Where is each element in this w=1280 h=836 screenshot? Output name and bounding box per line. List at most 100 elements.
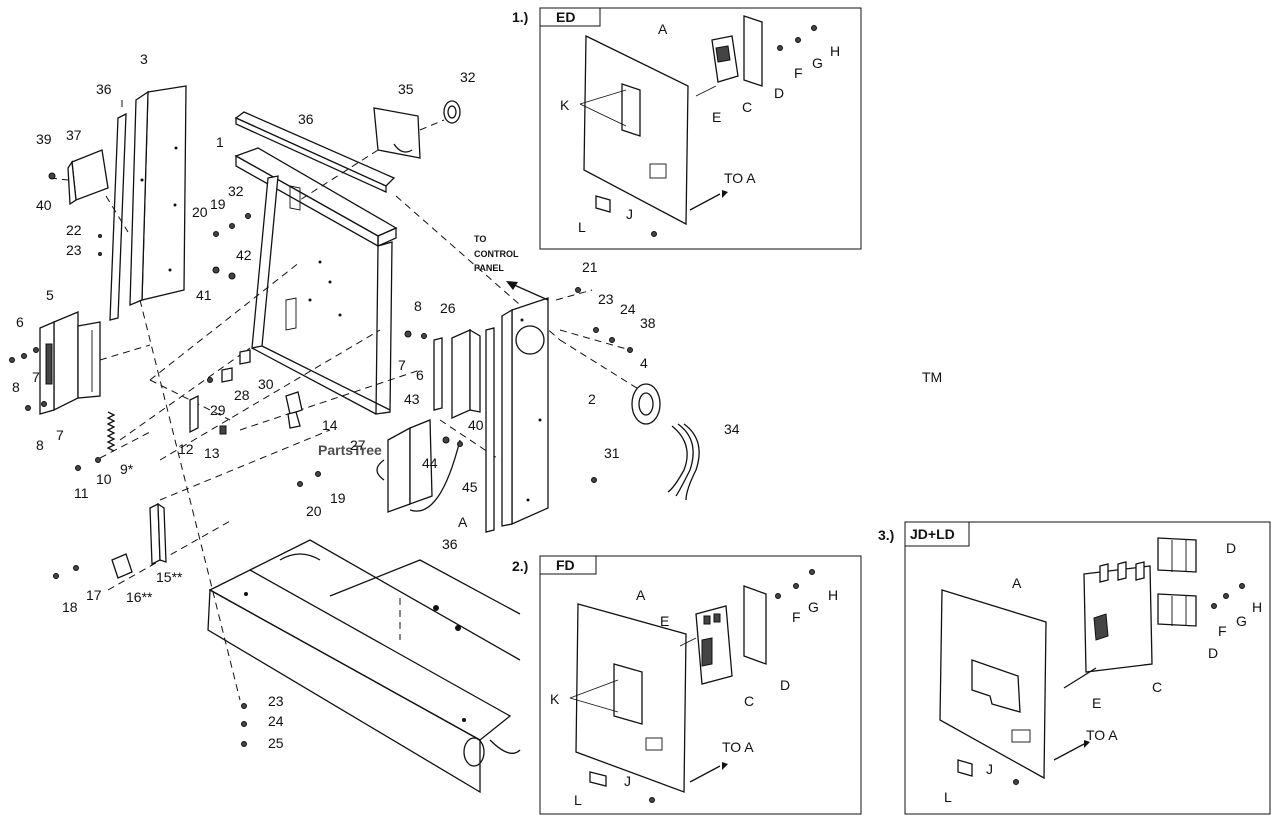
jd-label-F: F [1218,623,1227,639]
callout-1: 1 [216,134,224,150]
callout-7: 7 [32,369,40,385]
frame-part-1 [234,147,398,415]
callout-5: 5 [46,287,54,303]
callout-9: 9* [120,461,134,477]
callout-23: 23 [268,693,284,709]
callout-40: 40 [36,197,52,213]
callout-23: 23 [66,242,82,258]
misc-fasteners-center [297,287,633,487]
side-bracket-part-3 [129,85,187,306]
fd-label-J: J [624,773,631,789]
callout-27: 27 [350,437,366,453]
callout-21: 21 [582,259,598,275]
ed-label-C: C [742,99,752,115]
callout-15: 15** [156,569,183,585]
callout-2: 2 [588,391,596,407]
jd-label-J: J [986,761,993,777]
callout-4: 4 [640,355,648,371]
callout-12: 12 [178,441,194,457]
jd-label-D2: D [1208,645,1218,661]
callout-8: 8 [36,437,44,453]
callout-A: A [458,514,468,530]
jd-label-E: E [1092,695,1101,711]
callout-24: 24 [268,713,284,729]
plate-part-35 [299,107,445,201]
jd-label-C: C [1152,679,1162,695]
bracket-part-15 [149,502,167,566]
callout-8: 8 [414,298,422,314]
inset-jd-number: 3.) [878,527,894,543]
fasteners-left [9,213,251,471]
main-callouts: 3 36 1 36 35 32 37 39 40 32 19 20 22 23 … [12,51,740,751]
callout-37: 37 [66,127,82,143]
inset-jd-title: JD+LD [910,526,955,542]
ed-label-K: K [560,97,570,113]
callout-35: 35 [398,81,414,97]
fd-label-F: F [792,609,801,625]
callout-28: 28 [234,387,250,403]
ed-label-D: D [774,85,784,101]
callout-38: 38 [640,315,656,331]
ed-label-G: G [812,55,823,71]
callout-23: 23 [598,291,614,307]
ed-label-A: A [658,21,668,37]
small-brackets [189,349,303,435]
callout-26: 26 [440,300,456,316]
grommet-part-32 [443,100,461,124]
inset-ed-title: ED [556,9,575,25]
callout-19: 19 [330,490,346,506]
inset-fd-number: 2.) [512,558,528,574]
ed-label-L: L [578,219,586,235]
inset-ed-number: 1.) [512,9,528,25]
callout-17: 17 [86,587,102,603]
callout-10: 10 [96,471,112,487]
callout-29: 29 [210,402,226,418]
side-plate-part-2 [485,297,549,533]
inset-jd-title-box [904,521,970,547]
base-fasteners [241,703,247,747]
callout-39: 39 [36,131,52,147]
callout-6: 6 [416,367,424,383]
jd-label-A: A [1012,575,1022,591]
jd-label-L: L [944,789,952,805]
callout-18: 18 [62,599,78,615]
callout-8: 8 [12,379,20,395]
ed-to-a: TO A [724,170,756,186]
arrow-to-control-panel [506,281,549,301]
board-part-5 [39,311,151,415]
callout-43: 43 [404,391,420,407]
callout-36: 36 [442,536,458,552]
inset-ed: 1.) ED A C D E F G H J K L TO A [512,7,862,250]
callout-20: 20 [192,204,208,220]
inset-fd-title-box [539,555,597,575]
cover-part-37 [48,149,129,233]
callout-41: 41 [196,287,212,303]
jd-to-a: TO A [1086,727,1118,743]
callout-45: 45 [462,479,478,495]
ed-label-J: J [626,206,633,222]
callout-22: 22 [66,222,82,238]
callout-34: 34 [724,421,740,437]
fd-label-K: K [550,691,560,707]
callout-42: 42 [236,247,252,263]
callout-13: 13 [204,445,220,461]
cover-part-27 [376,419,461,513]
watermark-text: PartsTree [318,442,382,458]
callout-40: 40 [468,417,484,433]
fd-to-a: TO A [722,739,754,755]
callout-44: 44 [422,455,438,471]
inset-jd-ld: 3.) JD+LD A C D D E F G H J L TO A [878,521,1271,815]
fd-label-L: L [574,792,582,808]
callout-30: 30 [258,376,274,392]
callout-7: 7 [56,427,64,443]
callout-16: 16** [126,589,153,605]
callout-3: 3 [140,51,148,67]
top-rail-part-36 [234,111,396,194]
inset-fd: 2.) FD A C D E F G H J K L TO A [512,555,862,815]
watermark-trademark: TM [922,369,942,385]
strip-part-36-left [109,100,127,321]
coil-part-9 [106,411,116,452]
ed-label-F: F [794,65,803,81]
to-control-line-3: PANEL [474,263,504,273]
